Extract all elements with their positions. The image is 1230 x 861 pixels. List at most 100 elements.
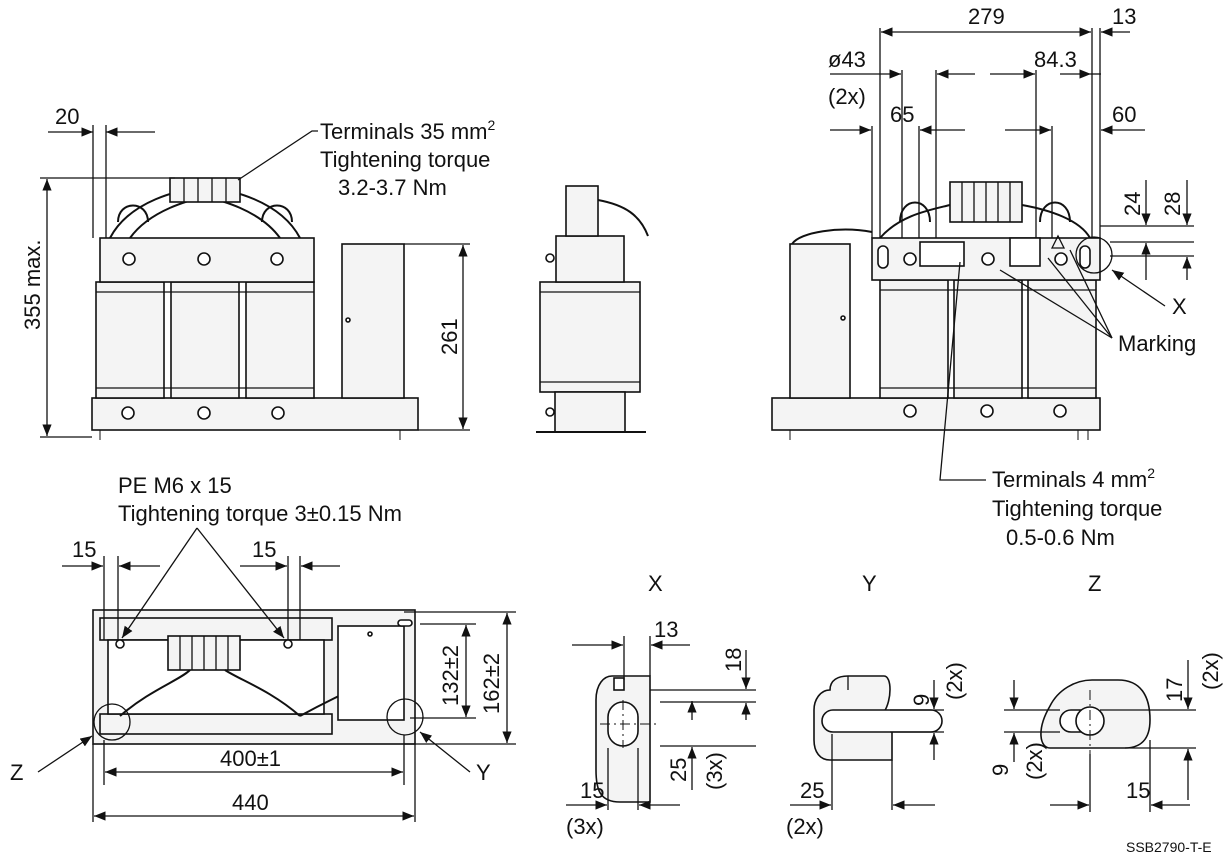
rear-side-box	[789, 243, 851, 399]
dim-162: 162±2	[479, 653, 504, 714]
detail-x-dim-15-count: (3x)	[566, 814, 604, 839]
side-coil	[539, 281, 641, 393]
base-hole	[271, 406, 285, 420]
terminals-35-torque: Tightening torque	[320, 147, 490, 172]
terminals-4-torque: Tightening torque	[992, 496, 1162, 521]
detail-z-dim-9: 9	[988, 764, 1013, 776]
detail-x-dim-15: 15	[580, 778, 604, 803]
side-terminal	[565, 185, 599, 237]
rear-coil-right	[1027, 279, 1097, 399]
base-hole	[121, 406, 135, 420]
dim-28: 28	[1160, 192, 1185, 216]
side-view	[536, 185, 649, 433]
detail-x-dim-25: 25	[666, 758, 691, 782]
frame-bolt	[270, 252, 284, 266]
rear-cables	[879, 204, 951, 239]
front-view: 20 355 max. 261 Terminals 35 mm2 Tighten…	[20, 104, 495, 440]
dim-84: 84.3	[1034, 47, 1077, 72]
side-cables	[597, 199, 649, 237]
frame-bolt	[197, 252, 211, 266]
lifting-eye	[1039, 201, 1071, 223]
callout-z: Z	[10, 760, 23, 785]
detail-y-dim-9: 9	[909, 694, 934, 706]
pe-bolt-right	[283, 639, 293, 649]
terminals-4-torque-value: 0.5-0.6 Nm	[1006, 525, 1115, 550]
detail-x-dim-25-count: (3x)	[702, 752, 727, 790]
dim-279: 279	[968, 4, 1005, 29]
detail-z-circle	[93, 703, 131, 741]
detail-x: X 13 18 25 (3x) 15 (3x)	[566, 571, 756, 839]
dim-24: 24	[1120, 192, 1145, 216]
detail-y-title: Y	[862, 571, 877, 596]
dim-440: 440	[232, 790, 269, 815]
dim-13: 13	[1112, 4, 1136, 29]
side-foot	[554, 391, 626, 433]
pe-label: PE M6 x 15	[118, 473, 232, 498]
dim-261: 261	[437, 318, 462, 355]
frame-bolt	[903, 252, 917, 266]
marking-plate	[1009, 237, 1041, 267]
detail-y-slot	[821, 709, 943, 733]
dim-400: 400±1	[220, 746, 281, 771]
lifting-eye	[117, 204, 149, 223]
terminals-4-label: Terminals 4 mm2	[992, 465, 1155, 492]
dim-43: ø43	[828, 47, 866, 72]
dim-132: 132±2	[438, 645, 463, 706]
detail-z-dim-15: 15	[1126, 778, 1150, 803]
frame-bolt	[981, 252, 995, 266]
frame-bolt	[1054, 252, 1068, 266]
dim-65: 65	[890, 102, 914, 127]
pe-bolt-left	[115, 639, 125, 649]
lifting-eye	[899, 201, 931, 223]
front-base-plate	[91, 397, 419, 431]
detail-y: Y 9 (2x) 25 (2x)	[786, 571, 967, 839]
detail-y-circle	[386, 698, 424, 736]
detail-z-dim-17: 17	[1162, 678, 1187, 702]
callout-x: X	[1172, 294, 1187, 319]
dim-20: 20	[55, 104, 79, 129]
terminals-35-label: Terminals 35 mm2	[320, 117, 495, 144]
callout-y: Y	[476, 760, 491, 785]
front-coil-left	[95, 281, 165, 399]
dim-355: 355 max.	[20, 240, 45, 331]
detail-x-dim-13: 13	[654, 617, 678, 642]
top-cables	[119, 669, 191, 717]
rear-view: X Marking 279 13 ø43 (2x) 84.3 65	[771, 4, 1196, 550]
detail-z-dim-9-count: (2x)	[1022, 742, 1047, 780]
top-coil-bottom	[99, 713, 333, 735]
detail-y-dim-25: 25	[800, 778, 824, 803]
front-coil-right	[245, 281, 315, 399]
side-clamp	[555, 235, 625, 283]
top-view: PE M6 x 15 Tightening torque 3±0.15 Nm 1…	[10, 473, 516, 822]
detail-y-dim-25-count: (2x)	[786, 814, 824, 839]
front-coil-middle	[170, 281, 240, 399]
base-hole	[197, 406, 211, 420]
base-hole	[1053, 404, 1067, 418]
detail-z-title: Z	[1088, 571, 1101, 596]
front-terminal-block	[169, 177, 241, 203]
rear-base-plate	[771, 397, 1101, 431]
base-hole	[980, 404, 994, 418]
front-side-box	[341, 243, 405, 399]
marking-label-text: Marking	[1118, 331, 1196, 356]
rear-coil-left	[879, 279, 949, 399]
detail-z: Z 17 (2x) 9 (2x) 15	[988, 571, 1223, 812]
detail-x-circle	[1075, 236, 1113, 274]
top-side-box	[337, 625, 405, 721]
marking-label	[919, 241, 965, 267]
detail-y-dim-9-count: (2x)	[942, 662, 967, 700]
dim-43-count: (2x)	[828, 84, 866, 109]
lifting-eye	[261, 204, 293, 223]
detail-x-dim-18: 18	[721, 648, 746, 672]
frame-bolt	[122, 252, 136, 266]
rear-coil-middle	[953, 279, 1023, 399]
terminals-35-torque-value: 3.2-3.7 Nm	[338, 175, 447, 200]
dim-60: 60	[1112, 102, 1136, 127]
warning-icon	[1050, 234, 1066, 249]
drawing-id: SSB2790-T-E	[1126, 839, 1212, 855]
dim-15-right: 15	[252, 537, 276, 562]
detail-x-title: X	[648, 571, 663, 596]
detail-z-dim-17-count: (2x)	[1198, 652, 1223, 690]
dim-15-left: 15	[72, 537, 96, 562]
